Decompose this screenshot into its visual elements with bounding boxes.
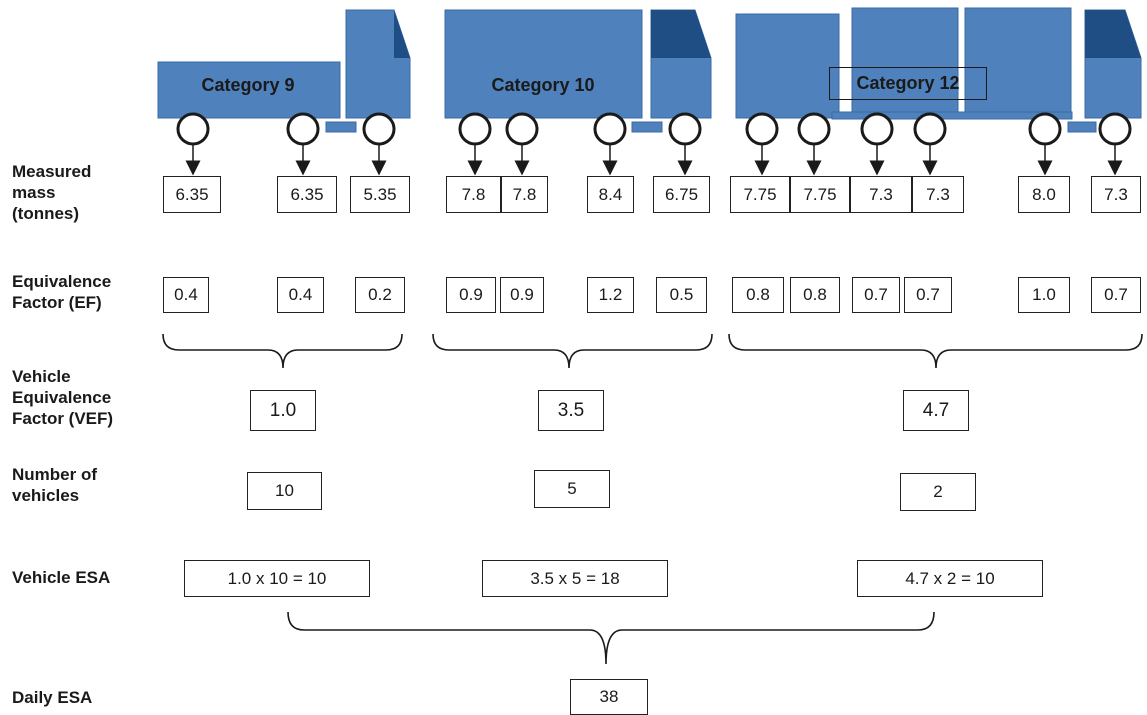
mass-box: 7.3	[1091, 176, 1141, 213]
ef-box: 0.8	[732, 277, 784, 313]
cab-windscreen	[394, 10, 410, 58]
trailer-body	[157, 61, 341, 119]
mass-box: 8.4	[587, 176, 634, 213]
wheel	[458, 112, 492, 146]
mass-box: 6.35	[163, 176, 221, 213]
trailer-body	[735, 13, 840, 119]
vehicle-esa-box: 3.5 x 5 = 18	[482, 560, 668, 597]
ef-box: 0.9	[500, 277, 544, 313]
hitch	[631, 121, 663, 133]
daily-esa-box: 38	[570, 679, 648, 715]
vehicle-esa-box: 4.7 x 2 = 10	[857, 560, 1043, 597]
mass-box: 6.35	[277, 176, 337, 213]
label-vehicle-esa: Vehicle ESA	[12, 568, 111, 587]
mass-box: 7.8	[446, 176, 501, 213]
ef-box: 0.7	[1091, 277, 1141, 313]
mass-box: 7.8	[501, 176, 548, 213]
wheel	[797, 112, 831, 146]
vef-box: 4.7	[903, 390, 969, 431]
label-number-of-vehicles: Number of vehicles	[12, 465, 97, 505]
mass-box: 5.35	[350, 176, 410, 213]
wheel	[362, 112, 396, 146]
label-daily-esa: Daily ESA	[12, 688, 93, 707]
wheel	[860, 112, 894, 146]
vehicle-count-box: 5	[534, 470, 610, 508]
hitch	[325, 121, 357, 133]
ef-box: 1.0	[1018, 277, 1070, 313]
cab-windscreen	[651, 10, 711, 58]
wheel	[1028, 112, 1062, 146]
ef-box: 0.4	[163, 277, 209, 313]
category-10-label: Category 10	[491, 74, 595, 95]
brace-category-9	[162, 333, 403, 369]
wheel	[176, 112, 210, 146]
ef-box: 0.2	[355, 277, 405, 313]
wheel	[1098, 112, 1132, 146]
hitch	[1067, 121, 1097, 133]
wheel	[745, 112, 779, 146]
ef-box: 0.8	[790, 277, 840, 313]
category-12-label: Category 12	[829, 67, 987, 100]
mass-box: 8.0	[1018, 176, 1070, 213]
wheel	[505, 112, 539, 146]
wheel	[593, 112, 627, 146]
wheel	[668, 112, 702, 146]
trailer-body	[851, 7, 959, 119]
mass-box: 7.3	[912, 176, 964, 213]
axle-arrows	[185, 144, 1123, 176]
braces	[162, 333, 1143, 665]
ef-box: 0.4	[277, 277, 324, 313]
trailer-body	[964, 7, 1072, 119]
mass-box: 7.3	[850, 176, 912, 213]
truck-category-9	[157, 9, 411, 146]
label-measured-mass: Measured mass (tonnes)	[12, 162, 92, 223]
cab-shape	[345, 9, 411, 119]
vef-box: 3.5	[538, 390, 604, 431]
mass-box: 7.75	[730, 176, 790, 213]
brace-total	[287, 611, 935, 665]
vef-box: 1.0	[250, 390, 316, 431]
label-vehicle-equivalence-factor: Vehicle Equivalence Factor (VEF)	[12, 367, 114, 428]
mass-box: 6.75	[653, 176, 710, 213]
ef-box: 0.7	[904, 277, 952, 313]
ef-box: 0.9	[446, 277, 496, 313]
coupling-bar	[831, 111, 1073, 120]
cab-windscreen	[1085, 10, 1141, 58]
trailer-body	[444, 9, 643, 119]
vehicle-count-box: 10	[247, 472, 322, 510]
wheel	[286, 112, 320, 146]
category-9-label: Category 9	[201, 74, 295, 95]
ef-box: 0.5	[656, 277, 707, 313]
brace-category-12	[728, 333, 1143, 369]
ef-box: 0.7	[852, 277, 900, 313]
mass-box: 7.75	[790, 176, 850, 213]
label-equivalence-factor: Equivalence Factor (EF)	[12, 272, 112, 312]
vehicle-esa-box: 1.0 x 10 = 10	[184, 560, 370, 597]
ef-box: 1.2	[587, 277, 634, 313]
brace-category-10	[432, 333, 713, 369]
wheel	[913, 112, 947, 146]
vehicle-count-box: 2	[900, 473, 976, 511]
truck-category-10	[444, 9, 712, 146]
